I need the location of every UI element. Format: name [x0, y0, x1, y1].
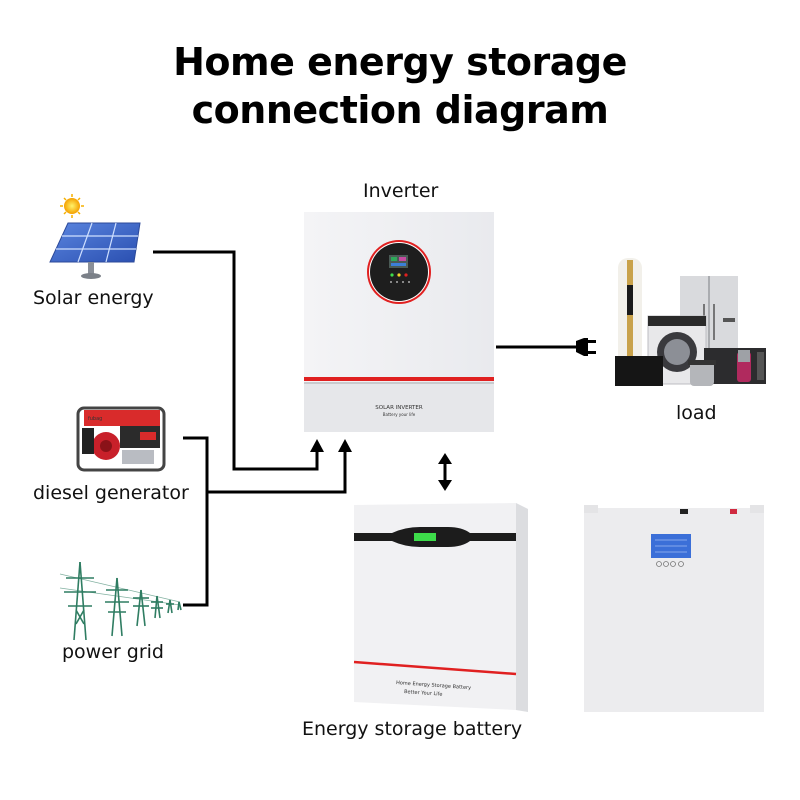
television-icon	[615, 356, 663, 386]
diesel-generator-icon: fubag	[76, 406, 166, 472]
svg-text:fubag: fubag	[88, 416, 102, 422]
plug-icon	[576, 338, 596, 356]
microwave-icon	[704, 348, 766, 384]
diesel-generator-label: diesel generator	[33, 482, 189, 504]
battery-panel-buttons	[656, 561, 684, 567]
battery-front-text: Home Energy Storage Battery	[396, 680, 471, 691]
solar-energy-label: Solar energy	[33, 287, 154, 309]
title-line-1: Home energy storage	[173, 40, 627, 84]
power-grid-label: power grid	[62, 641, 164, 663]
battery-rack-device	[584, 505, 764, 712]
title-line-2: connection diagram	[191, 88, 609, 132]
battery-lcd-display	[414, 533, 436, 541]
rice-cooker-icon	[690, 360, 714, 386]
arrow-head-icon	[310, 439, 324, 452]
connection-inverter-battery-bidirectional	[438, 453, 452, 491]
battery-wall-mount-device: Home Energy Storage Battery Better Your …	[353, 503, 528, 712]
inverter-device	[304, 212, 494, 432]
battery-front-tagline: Better Your Life	[404, 689, 443, 698]
inverter-red-stripe	[304, 377, 494, 381]
sun-icon	[60, 194, 84, 218]
inverter-label: Inverter	[363, 180, 439, 202]
inverter-brand-text: SOLAR INVERTER	[375, 405, 423, 411]
inverter-display-panel	[367, 240, 431, 304]
arrow-up-icon	[438, 453, 452, 464]
load-label: load	[676, 402, 717, 424]
energy-storage-battery-label: Energy storage battery	[302, 718, 523, 740]
connection-generator-grid-to-inverter	[183, 436, 352, 607]
load-appliances-icon	[615, 258, 766, 386]
solar-panel-icon	[49, 194, 141, 279]
power-grid-icon	[59, 561, 182, 641]
arrow-down-icon	[438, 480, 452, 491]
connection-solar-to-inverter	[153, 250, 324, 471]
battery-red-stripe	[353, 660, 517, 676]
connection-inverter-to-load	[496, 338, 596, 356]
arrow-head-icon	[338, 439, 352, 452]
inverter-tagline: Battery your life	[383, 412, 416, 417]
